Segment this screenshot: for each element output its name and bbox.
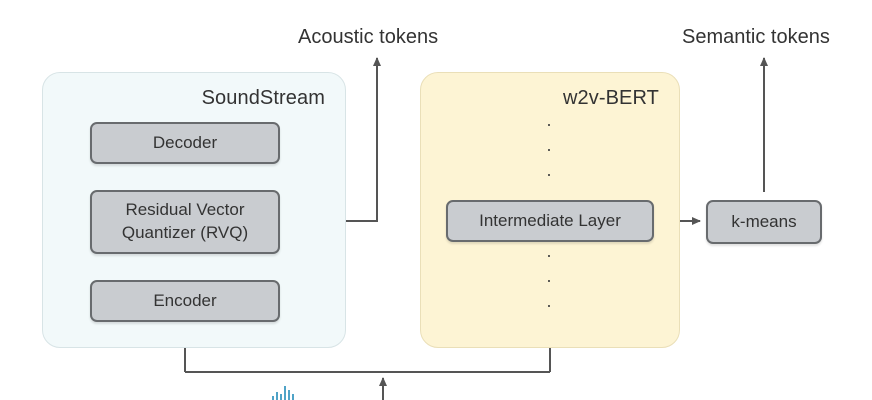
rvq-block: Residual Vector Quantizer (RVQ) bbox=[90, 190, 280, 254]
intermediate-layer-label: Intermediate Layer bbox=[479, 210, 621, 230]
layers-above-ellipsis: · · · bbox=[546, 114, 552, 184]
decoder-label: Decoder bbox=[152, 132, 218, 152]
kmeans-label: k-means bbox=[731, 211, 797, 231]
layers-below-ellipsis: · · · bbox=[546, 245, 552, 315]
semantic-tokens-label: Semantic tokens bbox=[682, 26, 830, 48]
encoder-label: Encoder bbox=[153, 290, 217, 310]
acoustic-tokens-label: Acoustic tokens bbox=[298, 26, 439, 48]
kmeans-block: k-means bbox=[706, 200, 822, 244]
encoder-block: Encoder bbox=[90, 280, 280, 322]
waveform-icon bbox=[272, 386, 294, 400]
intermediate-layer-block: Intermediate Layer bbox=[446, 200, 654, 242]
rvq-label: Residual Vector Quantizer (RVQ) bbox=[121, 200, 249, 242]
w2v-bert-title: w2v-BERT bbox=[562, 87, 659, 109]
soundstream-title: SoundStream bbox=[201, 87, 325, 109]
decoder-block: Decoder bbox=[90, 122, 280, 164]
